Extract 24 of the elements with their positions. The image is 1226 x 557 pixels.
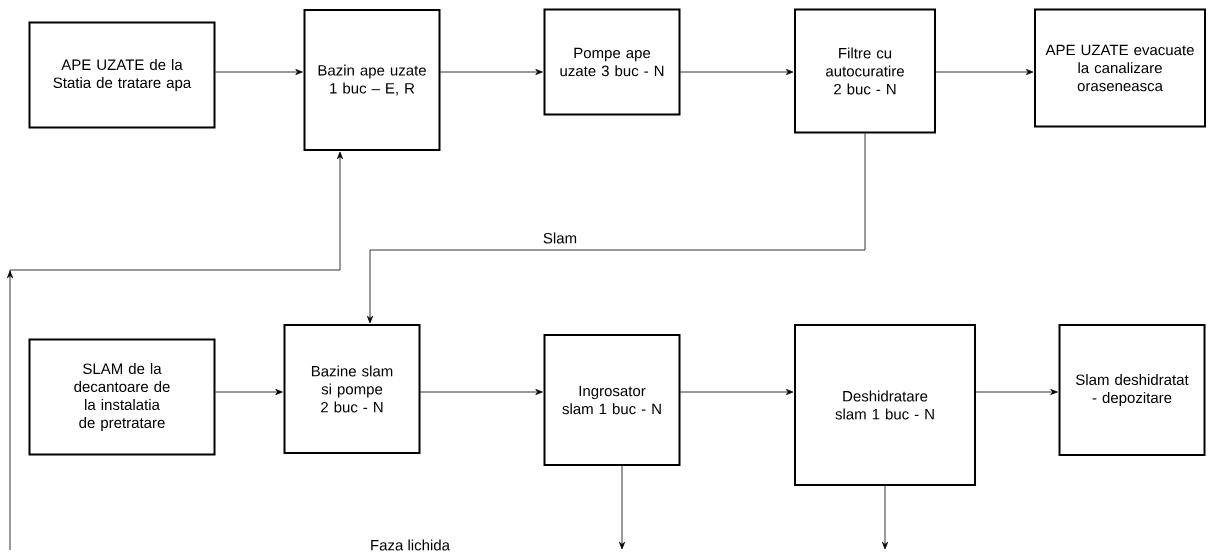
arrow [367,133,866,324]
arrow [935,69,1034,75]
process-box: APE UZATE evacuate la canalizare oraseneasca [1034,8,1206,128]
process-box: Pompe ape uzate 3 buc - N [543,8,681,116]
arrow [882,485,888,550]
flow-label: Faza lichida [371,539,450,551]
arrow [680,69,794,75]
arrow [420,389,543,395]
arrow [7,151,343,551]
edge-label: Slam [541,231,579,245]
arrow [975,389,1058,395]
arrow [215,389,283,395]
arrow [215,69,303,75]
process-box: APE UZATE de la Statia de tratare apa [28,21,216,129]
process-box: Ingrosator slam 1 buc - N [543,334,681,466]
arrow [440,69,543,75]
process-box: Deshidratare slam 1 buc - N [794,324,976,486]
process-box: Bazin ape uzate 1 buc – E, R [303,9,441,151]
process-box: Bazine slam si pompe 2 buc - N [283,324,421,454]
process-box: SLAM de la decantoare de la instalatia de pretratare [28,338,216,456]
process-box: Filtre cu autocuratire 2 buc - N [794,8,936,134]
process-box: Slam deshidratat - depozitare [1058,324,1206,456]
arrow [619,465,625,550]
arrow [680,389,794,395]
